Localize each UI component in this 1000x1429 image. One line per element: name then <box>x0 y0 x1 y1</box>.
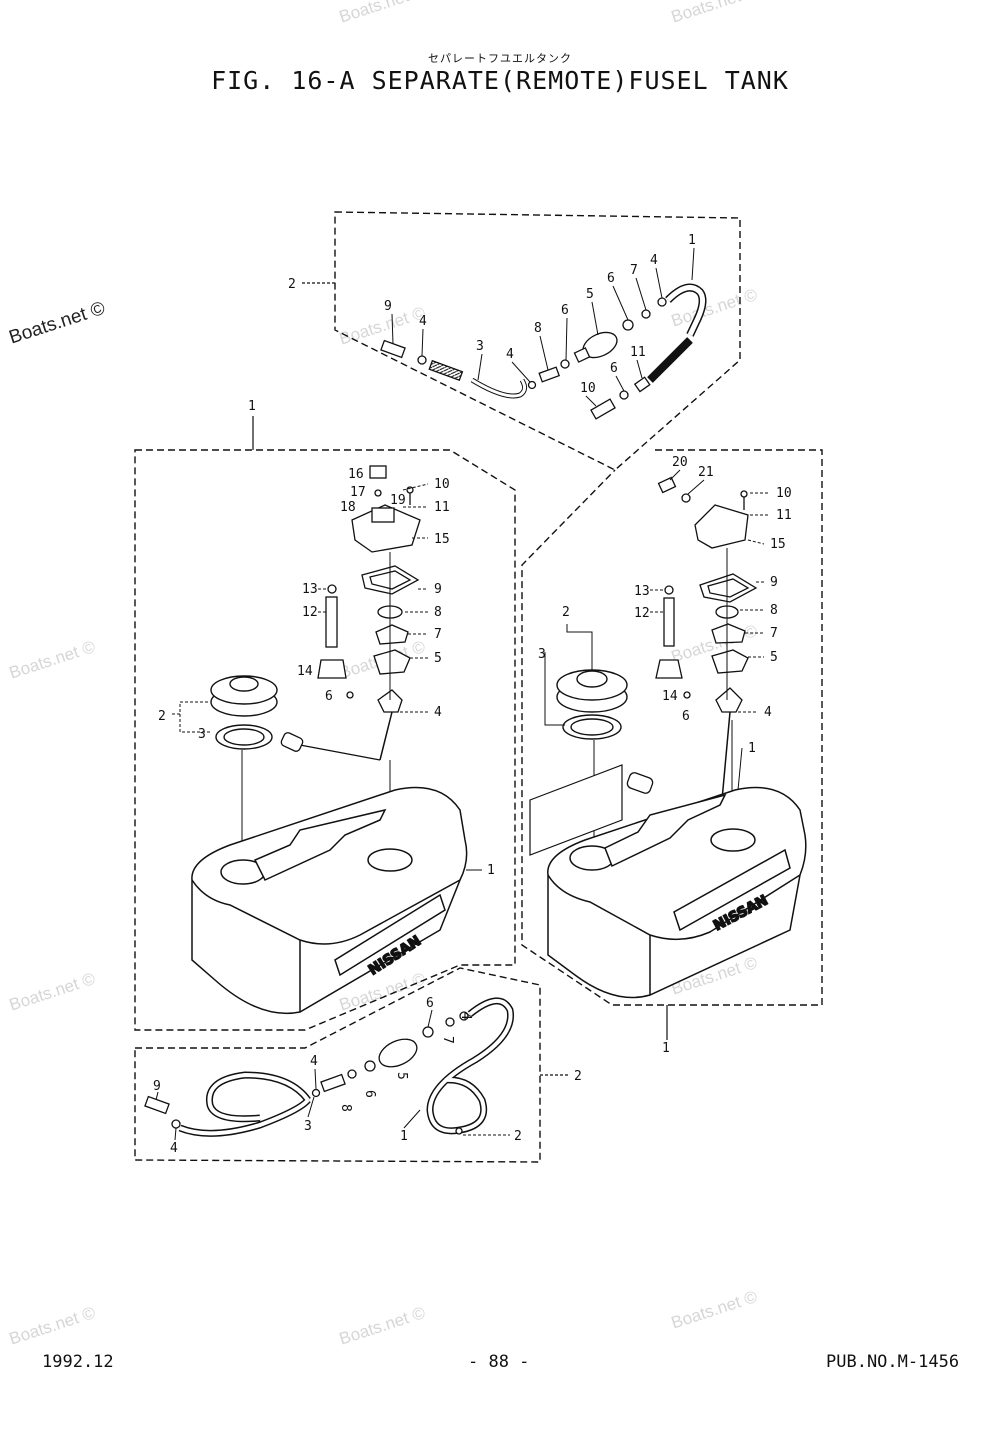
callout-7: 7 <box>434 627 442 642</box>
callout-15: 15 <box>770 537 786 552</box>
right-tank-cap <box>556 669 628 740</box>
figure-title: FIG. 16-A SEPARATE(REMOTE)FUSEL TANK <box>211 66 789 95</box>
callout-3: 3 <box>304 1119 312 1134</box>
callout-4: 4 <box>419 314 427 329</box>
callout-16: 16 <box>348 467 364 482</box>
callout-6: 6 <box>682 709 690 724</box>
callout-9: 9 <box>384 299 392 314</box>
right-callouts: 20 21 10 11 15 13 9 12 8 7 5 14 6 4 2 3 … <box>538 455 792 756</box>
top-callouts: 2 9 4 3 4 8 6 5 6 7 4 1 6 11 10 <box>288 233 696 396</box>
callout-10: 10 <box>776 486 792 501</box>
callout-5: 5 <box>586 287 594 302</box>
top-hose-assembly-frame <box>334 211 741 471</box>
callout-1: 1 <box>487 863 495 878</box>
callout-6: 6 <box>325 689 333 704</box>
callout-11: 11 <box>434 500 450 515</box>
callout-2: 2 <box>158 709 166 724</box>
callout-9: 9 <box>434 582 442 597</box>
left-callouts: 16 17 18 19 10 11 15 13 9 12 8 7 5 14 6 … <box>158 467 495 878</box>
callout-8: 8 <box>770 603 778 618</box>
callout-2: 2 <box>288 277 296 292</box>
footer-page-number: - 88 - <box>468 1352 530 1372</box>
callout-6: 6 <box>362 1090 377 1098</box>
left-tank-frame <box>134 449 516 1031</box>
callout-7: 7 <box>440 1036 455 1044</box>
callout-4: 4 <box>764 705 772 720</box>
callout-1: 1 <box>662 1041 670 1056</box>
callout-10: 10 <box>580 381 596 396</box>
callout-2: 2 <box>514 1129 522 1144</box>
callout-4: 4 <box>458 1012 473 1020</box>
right-fuel-tank: NISSAN <box>547 786 807 999</box>
callout-7: 7 <box>630 263 638 278</box>
callout-4: 4 <box>650 253 658 268</box>
left-fuel-tank: NISSAN <box>191 786 468 1015</box>
callout-2: 2 <box>562 605 570 620</box>
right-fuel-gauge-parts <box>626 476 758 801</box>
top-hose-assembly-parts <box>380 283 707 420</box>
callout-17: 17 <box>350 485 366 500</box>
footer-date: 1992.12 <box>42 1352 114 1372</box>
callout-8: 8 <box>338 1104 353 1112</box>
callout-15: 15 <box>434 532 450 547</box>
callout-6: 6 <box>607 271 615 286</box>
callout-3: 3 <box>198 727 206 742</box>
right-tank-frame <box>521 449 823 1006</box>
callout-11: 11 <box>776 508 792 523</box>
footer-publication-number: PUB.NO.M-1456 <box>826 1352 960 1372</box>
callout-20: 20 <box>672 455 688 470</box>
callout-4: 4 <box>434 705 442 720</box>
left-fuel-gauge-parts <box>280 465 421 761</box>
callout-1: 1 <box>688 233 696 248</box>
callout-6: 6 <box>610 361 618 376</box>
bottom-hose-assembly-frame <box>134 967 541 1163</box>
callout-14: 14 <box>662 689 678 704</box>
callout-5: 5 <box>770 650 778 665</box>
callout-13: 13 <box>302 582 318 597</box>
callout-2: 2 <box>574 1069 582 1084</box>
callout-7: 7 <box>770 626 778 641</box>
callout-5: 5 <box>434 651 442 666</box>
callout-9: 9 <box>770 575 778 590</box>
callout-12: 12 <box>302 605 318 620</box>
callout-3: 3 <box>476 339 484 354</box>
callout-13: 13 <box>634 584 650 599</box>
callout-4: 4 <box>170 1141 178 1156</box>
title-kana: セパレートフユエルタンク <box>428 52 572 65</box>
callout-8: 8 <box>534 321 542 336</box>
callout-1: 1 <box>748 741 756 756</box>
callout-3: 3 <box>538 647 546 662</box>
callout-6: 6 <box>426 996 434 1011</box>
bottom-hose-assembly-parts <box>144 997 515 1137</box>
callout-4: 4 <box>506 347 514 362</box>
callout-12: 12 <box>634 606 650 621</box>
left-tank-cap <box>210 675 278 750</box>
callout-1: 1 <box>248 399 256 414</box>
callout-21: 21 <box>698 465 714 480</box>
callout-8: 8 <box>434 605 442 620</box>
callout-5: 5 <box>394 1072 409 1080</box>
callout-18: 18 <box>340 500 356 515</box>
callout-4: 4 <box>310 1054 318 1069</box>
callout-14: 14 <box>297 664 313 679</box>
callout-9: 9 <box>153 1079 161 1094</box>
callout-19: 19 <box>390 493 406 508</box>
callout-1: 1 <box>400 1129 408 1144</box>
callout-11: 11 <box>630 345 646 360</box>
callout-6: 6 <box>561 303 569 318</box>
bottom-callouts: 9 4 4 3 8 6 5 6 7 4 1 2 <box>153 996 522 1156</box>
decal-sheet <box>529 764 623 856</box>
callout-10: 10 <box>434 477 450 492</box>
